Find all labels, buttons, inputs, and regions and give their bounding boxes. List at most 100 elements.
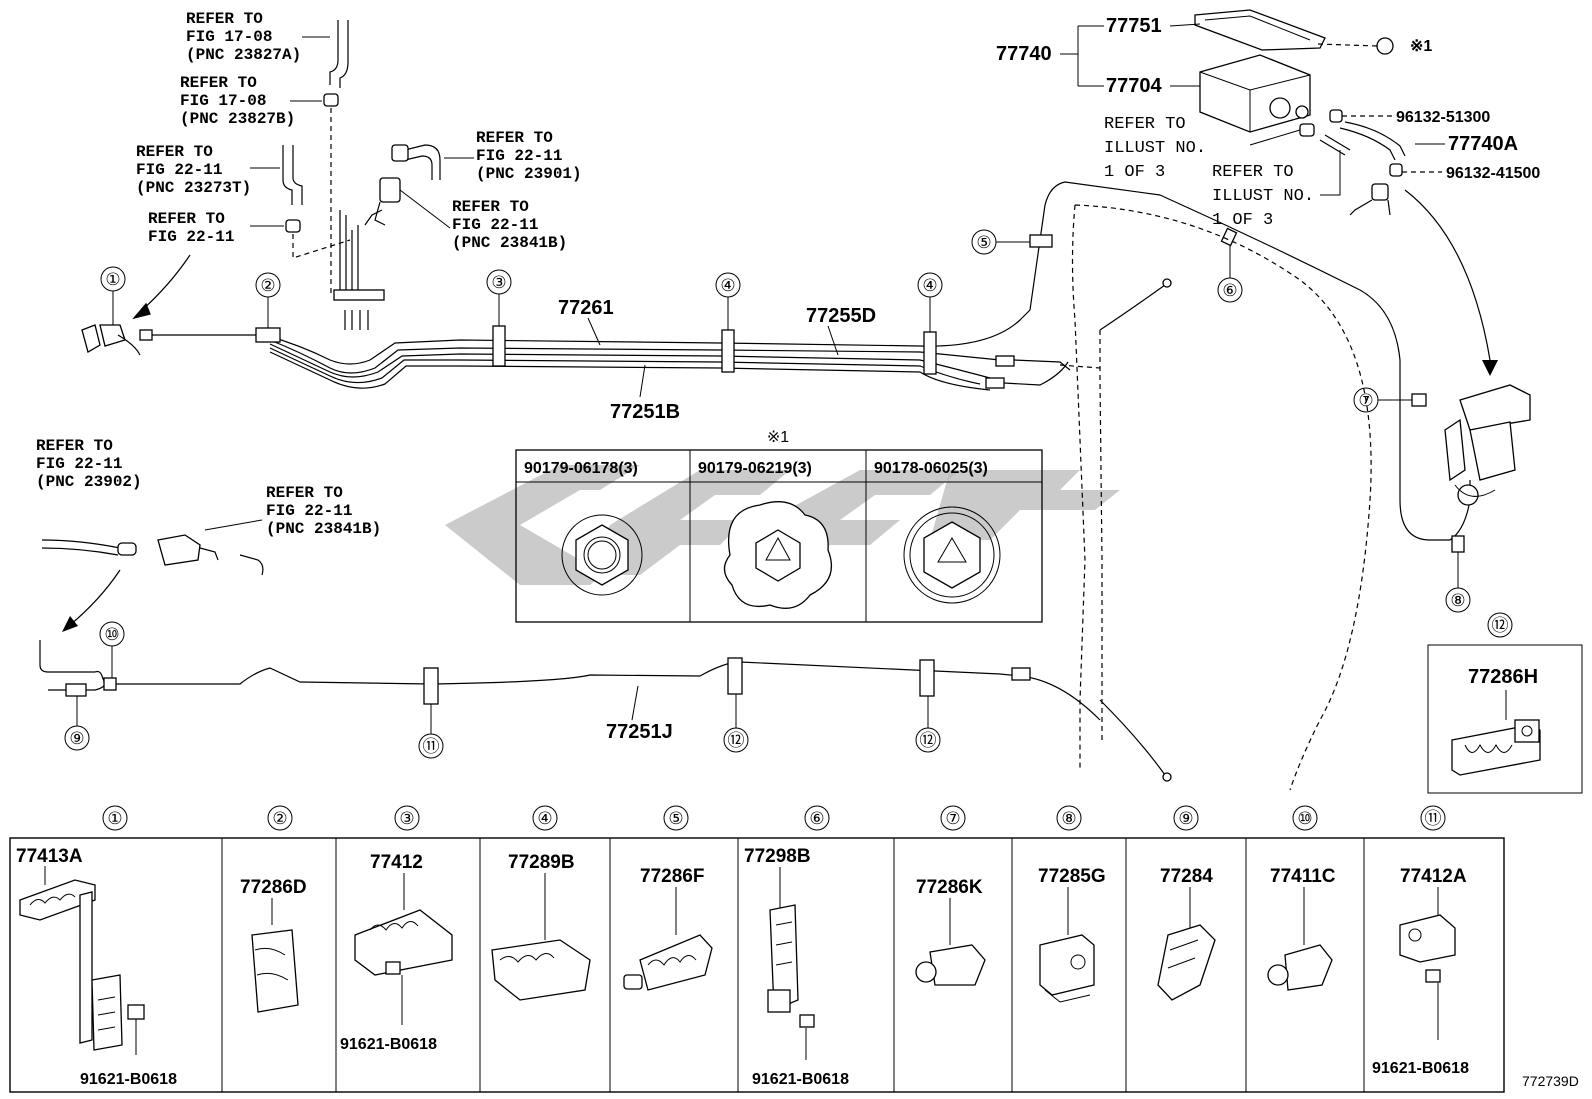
clamp-7: ⑦ <box>1353 387 1427 413</box>
svg-text:1 OF 3: 1 OF 3 <box>1104 163 1165 182</box>
svg-text:REFER TO: REFER TO <box>1212 163 1294 182</box>
canister-lower-mount <box>1444 384 1531 506</box>
ref-fig-22-11-23273t: REFER TO FIG 22-11 (PNC 23273T) <box>136 143 251 197</box>
clamp-8: ⑧ <box>1445 535 1471 613</box>
ref-illust-1-of-3-a: REFER TO ILLUST NO. 1 OF 3 <box>1104 115 1206 182</box>
ref-fig-22-11-clamp: REFER TO FIG 22-11 <box>148 210 234 246</box>
svg-text:ILLUST NO.: ILLUST NO. <box>1212 187 1314 206</box>
svg-text:⑧: ⑧ <box>1061 809 1076 828</box>
ref-fig-22-11-23841b: REFER TO FIG 22-11 (PNC 23841B) <box>452 198 567 252</box>
svg-text:④: ④ <box>922 276 937 295</box>
svg-text:77298B: 77298B <box>744 846 811 867</box>
clip-table <box>9 837 1505 1093</box>
svg-text:FIG 17-08: FIG 17-08 <box>180 92 266 110</box>
svg-text:REFER TO: REFER TO <box>1104 115 1186 134</box>
clamp-10: ⑩ <box>99 621 125 691</box>
svg-text:④: ④ <box>537 809 552 828</box>
nut-header-3: 90178-06025(3) <box>874 460 988 477</box>
svg-text:91621-B0618: 91621-B0618 <box>340 1036 437 1053</box>
clamp-11: ⑪ <box>418 667 444 759</box>
svg-text:FIG 22-11: FIG 22-11 <box>452 216 538 234</box>
svg-text:91621-B0618: 91621-B0618 <box>1372 1060 1469 1077</box>
svg-text:REFER TO: REFER TO <box>148 210 225 228</box>
clamp-23827b <box>323 93 339 107</box>
svg-text:(PNC 23841B): (PNC 23841B) <box>452 234 567 252</box>
clip-77412a: 77412A 91621-B0618 <box>1372 866 1469 1077</box>
svg-text:77411C: 77411C <box>1270 866 1336 887</box>
svg-text:(PNC 23273T): (PNC 23273T) <box>136 179 251 197</box>
svg-text:REFER TO: REFER TO <box>36 437 113 455</box>
fuel-line-77251j <box>39 640 1101 721</box>
clip-77413a: 77413A 91621-B0618 <box>16 846 177 1088</box>
svg-text:(PNC 23827B): (PNC 23827B) <box>180 110 295 128</box>
clip-77284: 77284 <box>1157 866 1216 1001</box>
svg-text:77412: 77412 <box>370 852 423 873</box>
fuel-tank-outline <box>1059 204 1372 791</box>
svg-text:FIG 22-11: FIG 22-11 <box>476 147 562 165</box>
clip-77286d: 77286D <box>240 877 307 1013</box>
svg-text:77286D: 77286D <box>240 877 307 898</box>
ref-fig-22-11-23902: REFER TO FIG 22-11 (PNC 23902) <box>36 437 142 491</box>
svg-text:(PNC 23902): (PNC 23902) <box>36 473 142 491</box>
svg-text:⑦: ⑦ <box>945 809 960 828</box>
ref-fig-17-08-a: REFER TO FIG 17-08 (PNC 23827A) <box>186 10 301 64</box>
svg-text:⑫: ⑫ <box>1492 616 1509 635</box>
svg-text:77286H: 77286H <box>1468 666 1538 688</box>
svg-text:⑤: ⑤ <box>668 809 683 828</box>
clamp-5: ⑤ <box>971 229 1053 255</box>
svg-text:②: ② <box>272 809 287 828</box>
svg-text:※1: ※1 <box>1410 38 1432 55</box>
svg-text:(PNC 23827A): (PNC 23827A) <box>186 46 301 64</box>
svg-text:⑫: ⑫ <box>920 731 937 750</box>
nut-header-1: 90179-06178(3) <box>524 460 638 477</box>
clip-77289b: 77289B <box>491 852 591 1001</box>
svg-text:FIG 22-11: FIG 22-11 <box>266 502 352 520</box>
svg-text:77286K: 77286K <box>916 877 983 898</box>
svg-text:77413A: 77413A <box>16 846 83 867</box>
svg-text:REFER TO: REFER TO <box>476 129 553 147</box>
clip-77298b: 77298B 91621-B0618 <box>744 846 849 1088</box>
callout-1: ① <box>100 266 126 325</box>
clamp-4b: ④ <box>917 272 943 375</box>
svg-text:⑥: ⑥ <box>809 809 824 828</box>
svg-text:⑨: ⑨ <box>1178 809 1193 828</box>
svg-text:⑪: ⑪ <box>423 737 440 756</box>
svg-text:1 OF 3: 1 OF 3 <box>1212 211 1273 230</box>
clamp-96132-41500: 96132-41500 <box>1389 163 1540 182</box>
svg-text:FIG 22-11: FIG 22-11 <box>136 161 222 179</box>
canister-connector <box>1349 183 1391 216</box>
svg-text:ILLUST NO.: ILLUST NO. <box>1104 139 1206 158</box>
svg-text:REFER TO: REFER TO <box>180 74 257 92</box>
svg-text:REFER TO: REFER TO <box>136 143 213 161</box>
svg-text:FIG 17-08: FIG 17-08 <box>186 28 272 46</box>
ref-fig-22-11-23841b-lower: REFER TO FIG 22-11 (PNC 23841B) <box>266 484 381 538</box>
svg-text:⑧: ⑧ <box>1450 591 1465 610</box>
label-77261: 77261 <box>558 297 614 319</box>
clip-1-assembly <box>81 324 153 356</box>
svg-text:⑤: ⑤ <box>976 233 991 252</box>
svg-text:①: ① <box>107 809 122 828</box>
svg-text:96132-41500: 96132-41500 <box>1446 165 1540 182</box>
svg-text:77285G: 77285G <box>1038 866 1106 887</box>
svg-text:③: ③ <box>399 809 414 828</box>
canister-bracket-77751 <box>1194 9 1326 51</box>
svg-text:77289B: 77289B <box>508 852 575 873</box>
svg-text:②: ② <box>260 276 275 295</box>
svg-text:REFER TO: REFER TO <box>452 198 529 216</box>
svg-text:⑨: ⑨ <box>69 729 84 748</box>
svg-text:77286F: 77286F <box>640 866 704 887</box>
clamp-4a: ④ <box>715 272 741 373</box>
label-77251j: 77251J <box>606 721 673 743</box>
diagram-code: 772739D <box>1522 1073 1579 1089</box>
svg-text:⑩: ⑩ <box>104 625 119 644</box>
clamp-12a: ⑫ <box>723 657 749 753</box>
clip-77412: 77412 91621-B0618 <box>340 852 453 1053</box>
svg-text:④: ④ <box>720 276 735 295</box>
svg-text:77412A: 77412A <box>1400 866 1467 887</box>
svg-text:(PNC 23841B): (PNC 23841B) <box>266 520 381 538</box>
label-77255d: 77255D <box>806 305 876 327</box>
hose-23827a <box>329 20 339 85</box>
svg-text:⑪: ⑪ <box>1425 809 1442 828</box>
clamp-3: ③ <box>486 269 512 367</box>
